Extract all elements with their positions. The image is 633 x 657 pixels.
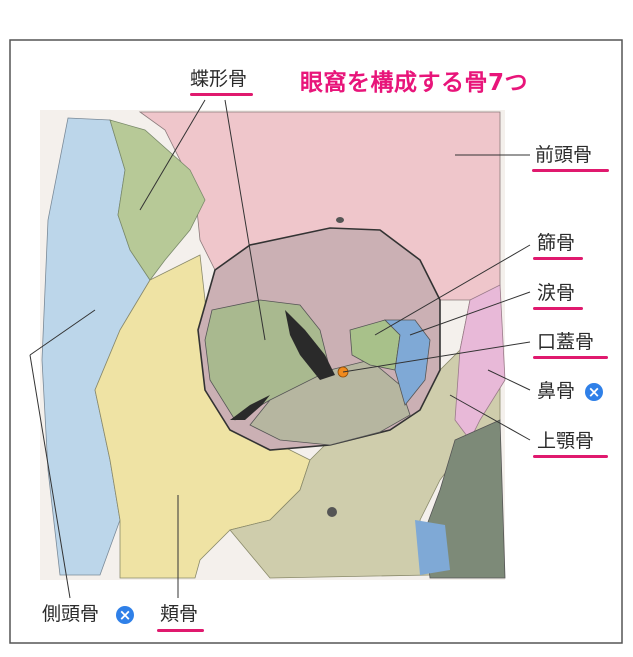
underline-palatine — [533, 356, 608, 359]
label-lacrimal: 涙骨 — [537, 282, 576, 304]
label-temporal: 側頭骨 — [42, 603, 100, 625]
foramen-1 — [336, 217, 344, 223]
underline-zygomatic — [157, 629, 204, 632]
not-included-temporal-icon: × — [116, 606, 134, 624]
label-sphenoid: 蝶形骨 — [190, 68, 248, 90]
label-ethmoid: 篩骨 — [537, 232, 576, 254]
foramen-2 — [327, 507, 337, 517]
label-maxilla: 上顎骨 — [537, 430, 595, 452]
underline-lacrimal — [533, 307, 583, 310]
underline-sphenoid — [190, 93, 253, 96]
underline-maxilla — [533, 455, 608, 458]
underline-frontal — [532, 169, 609, 172]
nasal-bone — [454, 284, 506, 441]
not-included-nasal-icon: × — [585, 383, 603, 401]
label-palatine: 口蓋骨 — [537, 331, 595, 353]
orbit-lacrimal — [384, 319, 431, 406]
leader-lines — [29, 99, 531, 599]
label-nasal: 鼻骨 — [537, 380, 576, 402]
lower-blue — [415, 520, 450, 575]
diagram-title: 眼窩を構成する骨7つ — [300, 70, 529, 96]
underline-ethmoid — [533, 257, 583, 260]
orbital-fissure — [285, 310, 335, 380]
label-zygomatic: 頬骨 — [160, 603, 199, 625]
sphenoid-wing — [109, 119, 206, 281]
orbital-fissure-2 — [230, 395, 270, 420]
orbit-maxilla — [249, 359, 411, 446]
label-frontal: 前頭骨 — [535, 144, 593, 166]
